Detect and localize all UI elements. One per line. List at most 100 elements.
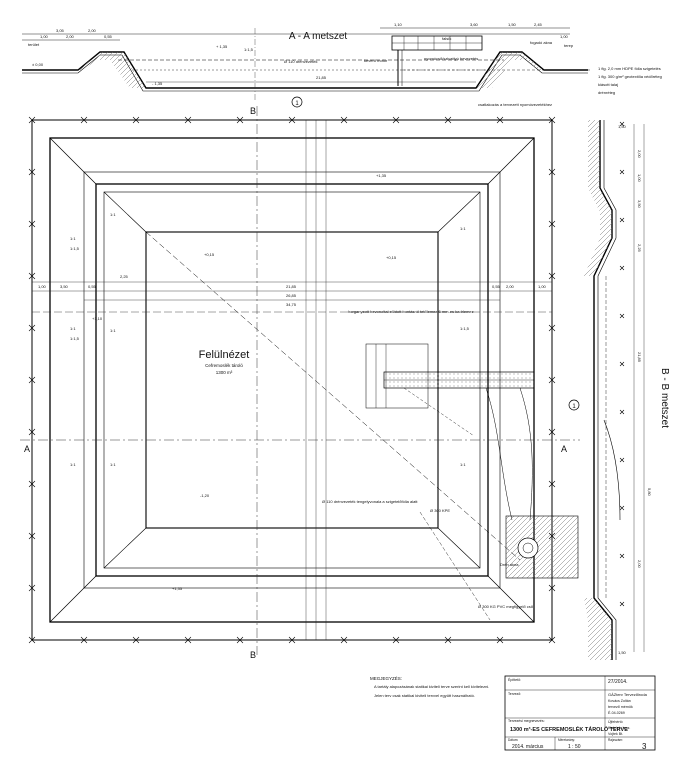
detail-marker-label: 1 bbox=[572, 404, 576, 410]
drain-well bbox=[505, 515, 579, 579]
fence-post bbox=[619, 217, 625, 223]
aa-label: 1:1,5 bbox=[244, 47, 254, 52]
tb-project-label: Tervezési megnevezés: bbox=[508, 719, 545, 723]
fence-post bbox=[28, 376, 36, 384]
plan-slope: 1:1 bbox=[70, 236, 76, 241]
section-bb: B - B metszet 1,50 2,00 1,00 3,50 2,25 2… bbox=[584, 120, 670, 660]
plan-slope: 1:1 bbox=[460, 226, 466, 231]
aa-dim: 1,10 bbox=[394, 22, 403, 27]
fence-post bbox=[619, 265, 625, 271]
plan-slope: 1:1,5 bbox=[460, 326, 470, 331]
tb-reg: É-04-0269 bbox=[608, 710, 625, 715]
fence-post bbox=[619, 409, 625, 415]
fence-post bbox=[548, 376, 556, 384]
bb-dim: 1,50 bbox=[618, 124, 627, 129]
plan-slope: 1:1,5 bbox=[70, 336, 80, 341]
bb-dim: 1,50 bbox=[618, 650, 627, 655]
detail-marker-label: 1 bbox=[295, 101, 299, 107]
fence-post bbox=[28, 584, 36, 592]
aa-label: falsík bbox=[442, 36, 451, 41]
section-mark-b-bottom: B bbox=[250, 650, 256, 660]
section-aa-title: A - A metszet bbox=[289, 31, 348, 42]
fence-post bbox=[496, 116, 504, 124]
fence-post bbox=[28, 220, 36, 228]
aa-label: fogadó akna bbox=[530, 40, 553, 45]
fence-post bbox=[619, 553, 625, 559]
fence-post bbox=[548, 636, 556, 644]
fence-post bbox=[236, 636, 244, 644]
fence-post bbox=[548, 532, 556, 540]
fence-post bbox=[132, 116, 140, 124]
fence-post bbox=[548, 428, 556, 436]
fence-post bbox=[548, 272, 556, 280]
aa-label: Ø 110 drénvezeték bbox=[284, 59, 318, 64]
fence-post bbox=[619, 505, 625, 511]
plan-view: 1,00 3,50 0,55 2,25 21,85 0,55 2,00 1,00… bbox=[20, 106, 580, 660]
plan-slope: 1:1,5 bbox=[70, 246, 80, 251]
notes-heading: MEGJEGYZÉS: bbox=[370, 675, 402, 681]
bb-dim: 1,00 bbox=[637, 174, 642, 183]
plan-dim: 0,55 bbox=[492, 284, 501, 289]
tb-client-label: Építtető: bbox=[508, 677, 521, 682]
fence-post bbox=[236, 116, 244, 124]
section-mark-a-left: A bbox=[24, 444, 30, 454]
fence-post bbox=[28, 636, 36, 644]
plan-dim: 26,85 bbox=[286, 293, 297, 298]
tb-scale-label: Méretarány: bbox=[558, 738, 575, 742]
fence-post bbox=[444, 116, 452, 124]
fence-post bbox=[548, 116, 556, 124]
tb-designer: Kovács Zoltán bbox=[608, 699, 631, 703]
fence-post bbox=[392, 116, 400, 124]
fence-post bbox=[28, 168, 36, 176]
fence-post bbox=[619, 169, 625, 175]
fence-post bbox=[619, 121, 625, 127]
fence-post bbox=[28, 116, 36, 124]
bb-dim: 2,00 bbox=[637, 150, 642, 159]
plan-slope: 1:1 bbox=[110, 462, 116, 467]
plan-note: Ø 110 drénvezeték tengelyvonala a sziget… bbox=[322, 499, 418, 504]
fence-post bbox=[80, 636, 88, 644]
legend-line: 1 fig. 300 g/m² geotextília védőréteg bbox=[598, 74, 662, 79]
fence-post bbox=[288, 636, 296, 644]
plan-slope: 1:1 bbox=[70, 462, 76, 467]
aa-dim: 21,85 bbox=[316, 75, 327, 80]
aa-label: keverő motor bbox=[364, 58, 388, 63]
aa-dim: 0,55 bbox=[104, 34, 113, 39]
fence-posts bbox=[28, 116, 625, 644]
detail-marker bbox=[568, 399, 580, 411]
title-block: Építtető: 27/2014. Tervező: GÁZterv Terv… bbox=[504, 675, 656, 751]
aa-dim: 3,05 bbox=[56, 28, 65, 33]
plan-note: Ø 300 KG PVC megfigyelő cső bbox=[478, 604, 534, 609]
aa-dim: 2,45 bbox=[534, 22, 543, 27]
aa-label: csatlakozás a tervezett nyomóvezetékhez bbox=[478, 102, 552, 107]
aa-label: terep bbox=[564, 43, 574, 48]
fence-post bbox=[619, 313, 625, 319]
plan-dim: 1,00 bbox=[38, 284, 47, 289]
plan-dim: 2,25 bbox=[120, 274, 129, 279]
fence-post bbox=[548, 584, 556, 592]
plan-subtitle: Cefremoslék tároló bbox=[205, 363, 243, 368]
bb-dim: 2,00 bbox=[637, 560, 642, 569]
tb-address: Vojtek Bt. bbox=[608, 732, 623, 736]
plan-title: Felülnézet bbox=[199, 349, 250, 361]
tb-date: 2014. március bbox=[512, 744, 544, 750]
tb-designer-role: tervező mérnök bbox=[608, 705, 633, 709]
legend-line: 1 fig. 2,0 mm HDPE fólia szigetelés bbox=[598, 66, 661, 71]
layer-legend: 1 fig. 2,0 mm HDPE fólia szigetelés 1 fi… bbox=[598, 66, 662, 95]
plan-slope: 1:1 bbox=[70, 326, 76, 331]
aa-dim: 1,50 bbox=[508, 22, 517, 27]
fence-post bbox=[619, 601, 625, 607]
plan-dim: 21,85 bbox=[286, 284, 297, 289]
plan-dim: 0,55 bbox=[88, 284, 97, 289]
fence-post bbox=[619, 361, 625, 367]
plan-slope: 1:1 bbox=[110, 328, 116, 333]
legend-line: drénréteg bbox=[598, 90, 615, 95]
plan-level: +0,15 bbox=[386, 255, 397, 260]
section-aa: A - A metszet 3,05 2,00 1,00 2,00 0,55 2… bbox=[22, 22, 590, 108]
aa-label: - 1,35 bbox=[152, 81, 163, 86]
detail-marker bbox=[291, 96, 303, 108]
tb-job-no: 27/2014. bbox=[608, 679, 627, 685]
fence-post bbox=[132, 636, 140, 644]
fence-post bbox=[80, 116, 88, 124]
